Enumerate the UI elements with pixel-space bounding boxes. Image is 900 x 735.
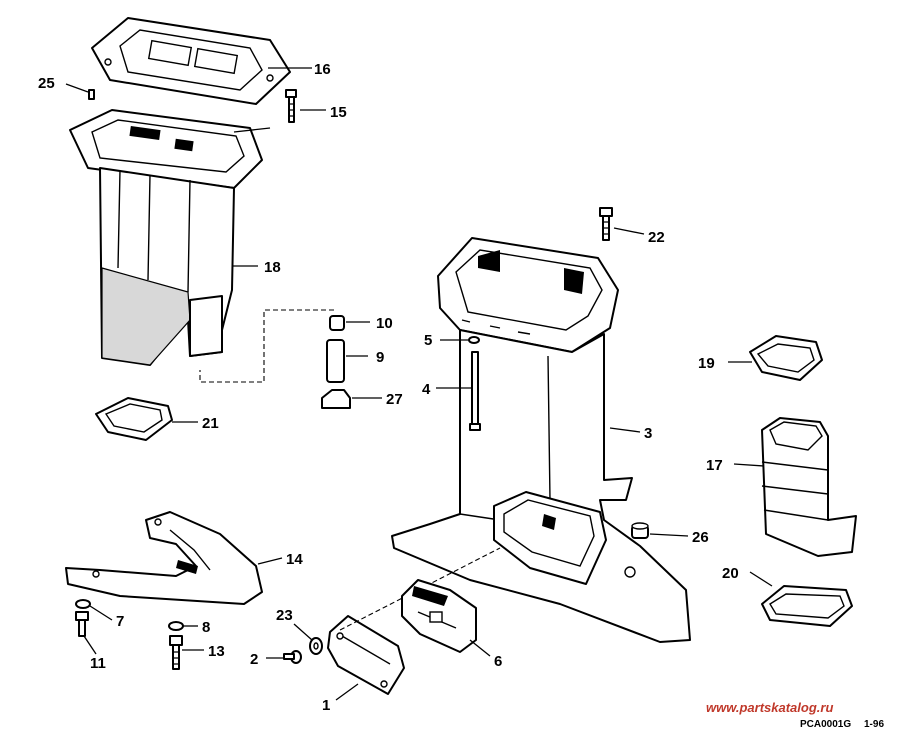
callout-5: 5: [424, 332, 432, 349]
callout-2: 2: [250, 651, 258, 668]
figure-date: 1-96: [864, 719, 884, 730]
callout-17: 17: [706, 457, 723, 474]
part-15-screw: [285, 89, 297, 123]
callout-18: 18: [264, 259, 281, 276]
part-20-seal: [761, 585, 853, 627]
part-10-grommet: [329, 315, 345, 331]
part-21-seal: [95, 397, 173, 441]
callout-6: 6: [494, 653, 502, 670]
callout-labels: 25 16 15 18 10 9 27 21 22 5 4 3 19 17 26…: [38, 61, 739, 714]
part-9-tube: [326, 339, 345, 383]
callout-13: 13: [208, 643, 225, 660]
callout-16: 16: [314, 61, 331, 78]
part-25-dowel: [88, 89, 95, 100]
part-23-washer: [309, 637, 323, 655]
part-1-cover: [327, 615, 405, 695]
part-13-screw: [169, 635, 183, 670]
callout-26: 26: [692, 529, 709, 546]
part-19-seal: [749, 335, 823, 381]
callout-27: 27: [386, 391, 403, 408]
part-11-screw: [75, 611, 89, 637]
callout-15: 15: [330, 104, 347, 121]
part-5-washer: [468, 336, 480, 344]
part-8-washer: [168, 621, 184, 631]
callout-20: 20: [722, 565, 739, 582]
callout-11: 11: [90, 655, 106, 672]
part-2-screw: [283, 650, 302, 664]
part-3-driveshaft-housing: [391, 237, 691, 643]
part-4-screw: [469, 351, 481, 431]
part-26-plug: [631, 522, 649, 539]
callout-14: 14: [286, 551, 303, 568]
figure-code: PCA0001G: [800, 719, 851, 730]
part-27-grommet: [321, 389, 351, 409]
callout-23: 23: [276, 607, 293, 624]
callout-4: 4: [422, 381, 431, 398]
part-17-exhaust-tube: [761, 417, 857, 557]
callout-19: 19: [698, 355, 715, 372]
leader-lines: [65, 67, 773, 701]
part-14-plate: [65, 511, 263, 605]
part-6-block: [401, 579, 477, 653]
callout-3: 3: [644, 425, 652, 442]
part-22-screw: [599, 207, 613, 241]
part-18-adapter: [69, 109, 263, 366]
part-16-gasket: [91, 17, 291, 105]
watermark: www.partskatalog.ru: [706, 700, 833, 715]
part-7-washer: [75, 599, 91, 609]
callout-8: 8: [202, 619, 210, 636]
callout-7: 7: [116, 613, 124, 630]
callout-25: 25: [38, 75, 55, 92]
callout-10: 10: [376, 315, 393, 332]
callout-22: 22: [648, 229, 665, 246]
callout-9: 9: [376, 349, 384, 366]
callout-21: 21: [202, 415, 219, 432]
callout-1: 1: [322, 697, 330, 714]
